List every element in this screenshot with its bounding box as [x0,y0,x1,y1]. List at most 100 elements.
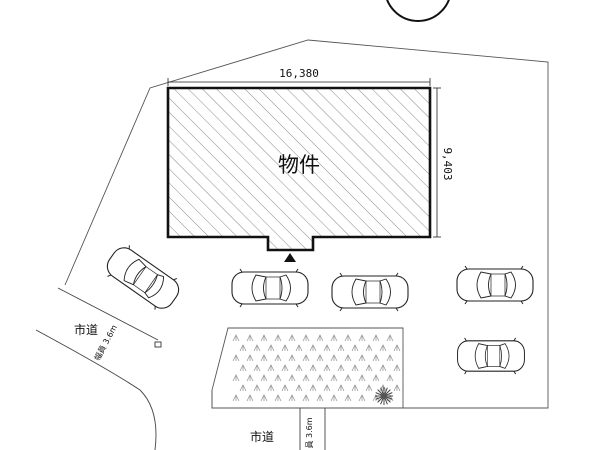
lawn-tuft [365,384,373,392]
depth-dimension-line [433,87,441,238]
lawn-tuft [386,334,394,342]
lawn-tuft [302,394,310,402]
lawn-tuft [358,374,366,382]
road-bottom-width: 員 3.6m [305,417,314,448]
lawn-tuft [295,344,303,352]
lawn-tuft [365,364,373,372]
lawn-tuft [379,344,387,352]
lawn-tuft [344,394,352,402]
lawn-tuft [288,394,296,402]
lawn-tuft [239,384,247,392]
lawn-tuft [330,354,338,362]
lawn-tuft [281,384,289,392]
lawn-tuft [246,334,254,342]
lawn-tuft [253,364,261,372]
lawn-tuft [246,354,254,362]
lawn-tuft [267,384,275,392]
lawn-tuft [288,354,296,362]
lawn-tuft [316,354,324,362]
lawn-tuft [316,334,324,342]
lawn-tuft [337,364,345,372]
lawn-tuft [246,374,254,382]
lawn-tuft [386,374,394,382]
lawn-tuft [232,394,240,402]
lawn-tuft [288,334,296,342]
lawn-area [211,327,404,409]
lawn-tuft [232,374,240,382]
lawn-tuft [393,364,401,372]
lawn-tuft [316,374,324,382]
lawn-tuft [309,364,317,372]
lawn-tuft [239,364,247,372]
shrub-icon [375,387,393,405]
lawn-tuft [344,354,352,362]
lawn-tuft [344,334,352,342]
lawn-tuft [323,384,331,392]
width-dimension: 16,380 [279,67,319,80]
lawn-tuft [288,374,296,382]
lawn-tuft [351,364,359,372]
lawn-tuft [330,334,338,342]
lawn-tuft [232,354,240,362]
lawn-tuft [337,384,345,392]
lawn-tuft [267,364,275,372]
lawn-tuft [260,354,268,362]
lawn-tuft [281,344,289,352]
lawn-tuft [302,354,310,362]
lawn-tuft [372,354,380,362]
lawn-tuft [330,374,338,382]
width-dimension-line [167,78,431,86]
road-marker [154,341,162,348]
building-label: 物件 [278,153,320,177]
lawn-tuft [379,364,387,372]
lawn-tuft [330,394,338,402]
lawn-tuft [295,384,303,392]
lawn-tuft [316,394,324,402]
lawn-tuft [337,344,345,352]
lawn-tuft [253,344,261,352]
lawn-tuft [267,344,275,352]
lawn-tuft [274,354,282,362]
parking-cars [100,240,534,375]
lawn-tuft [239,344,247,352]
lawn-tuft [309,384,317,392]
lawn-tuft [372,374,380,382]
lawn-tuft [344,374,352,382]
road-bottom-label: 市道 員 3.6m [250,417,314,448]
road-left-name: 市道 [74,322,98,337]
lawn-tuft [253,384,261,392]
north-arrow-icon [386,0,450,22]
lawn-tuft [274,394,282,402]
lawn-tuft [323,364,331,372]
lawn-tuft [393,344,401,352]
site-boundary [64,39,549,409]
lawn-tuft [358,354,366,362]
car-1 [100,240,186,316]
lawn-tuft [302,374,310,382]
lawn-tuft [351,344,359,352]
lawn-tuft [323,344,331,352]
lawn-tuft [260,334,268,342]
lawn-tuft [295,364,303,372]
lawn-tuft [274,334,282,342]
lawn-tuft [386,354,394,362]
road-edges [35,287,403,450]
lawn-tuft [281,364,289,372]
lawn-tuft [351,384,359,392]
car-4 [456,265,534,305]
road-bottom-name: 市道 [250,429,274,444]
lawn-tuft [358,394,366,402]
building: 物件 [166,86,432,252]
lawn-tuft [372,334,380,342]
depth-dimension: 9,403 [441,147,454,180]
lawn-tuft [302,334,310,342]
lawn-tuft [358,334,366,342]
lawn-tuft [260,374,268,382]
car-5 [457,337,525,375]
lawn-tuft [274,374,282,382]
entrance-triangle-icon [284,253,296,262]
road-left-label: 市道 幅員 3.6m [74,322,119,362]
lawn-tuft [232,334,240,342]
lawn-tuft [246,394,254,402]
lawn-tuft [260,394,268,402]
